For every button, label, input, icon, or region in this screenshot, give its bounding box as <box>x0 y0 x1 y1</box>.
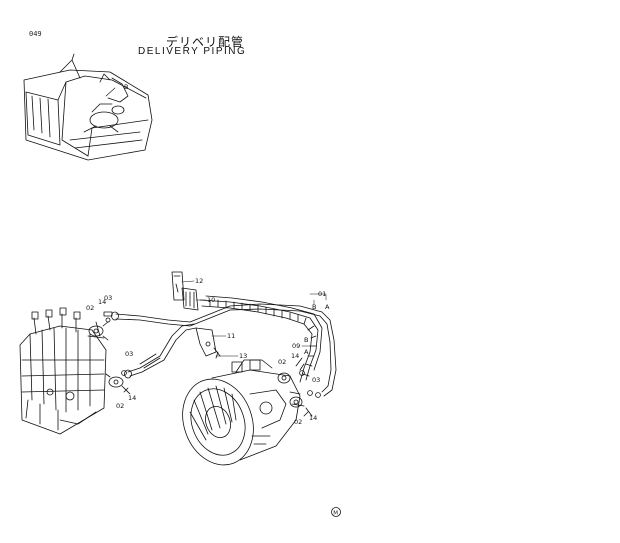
callout-02: 02 <box>116 402 124 410</box>
footer-mark-label: M <box>333 511 338 517</box>
callout-09: 09 <box>292 342 300 350</box>
port-label-b: B <box>312 303 316 311</box>
flange-pump-lower <box>289 396 303 408</box>
clamp-12 <box>171 271 185 301</box>
callout-12: 12 <box>195 277 203 285</box>
callout-10: 10 <box>207 296 215 304</box>
footer-mark: M <box>331 507 341 517</box>
clamp-10 <box>181 287 199 311</box>
control-valve <box>19 307 107 435</box>
excavator-inset <box>23 53 153 161</box>
callout-03: 03 <box>104 294 112 302</box>
flange-lower-left <box>105 373 124 388</box>
callout-02: 02 <box>86 304 94 312</box>
page-title: DELIVERY PIPING <box>138 46 247 57</box>
port-label-b: B <box>304 336 308 344</box>
callout-14: 14 <box>128 394 136 402</box>
main-pump <box>182 359 305 466</box>
delivery-pipe-lower <box>124 323 197 379</box>
callout-14: 14 <box>309 414 317 422</box>
corrugated-hose <box>199 295 323 383</box>
callout-13: 13 <box>239 352 247 360</box>
callout-02: 02 <box>278 358 286 366</box>
callout-03: 03 <box>125 350 133 358</box>
callout-14: 14 <box>291 352 299 360</box>
page-number: 049 <box>29 30 42 38</box>
port-label-a: A <box>325 303 330 311</box>
inset-marker-label: B <box>124 83 128 91</box>
callout-14: 14 <box>98 298 106 306</box>
callout-03: 03 <box>312 376 320 384</box>
port-label-a: A <box>304 348 309 356</box>
page-title-japanese: デリベリ配管 <box>166 35 245 49</box>
callout-02: 02 <box>294 418 302 426</box>
flange-upper-left <box>88 321 109 341</box>
flange-pump-upper <box>277 372 291 384</box>
delivery-pipe-upper <box>111 303 337 397</box>
callout-labels: B 02 14 03 12 10 11 13 03 02 14 01 B A 0… <box>86 83 330 426</box>
callout-01: 01 <box>318 290 326 298</box>
bracket-11 <box>195 327 217 357</box>
callout-11: 11 <box>227 332 235 340</box>
